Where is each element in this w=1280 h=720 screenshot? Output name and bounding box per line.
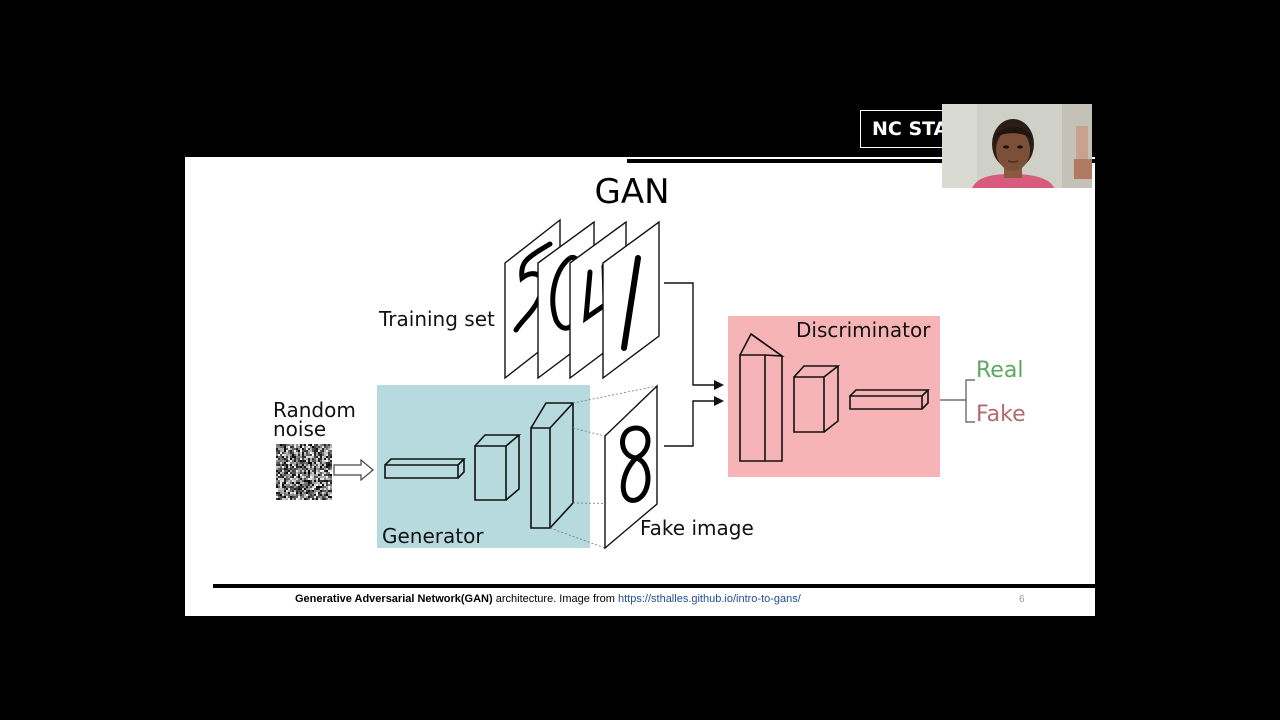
training-image-4 — [602, 220, 660, 380]
footer-rule — [213, 584, 1095, 588]
discriminator-layer-1 — [739, 332, 785, 462]
slide-caption: Generative Adversarial Network(GAN) arch… — [295, 593, 801, 605]
presenter-video-icon — [942, 104, 1092, 188]
fake-image — [604, 384, 658, 550]
caption-link[interactable]: https://sthalles.github.io/intro-to-gans… — [618, 593, 801, 605]
projection-lines — [549, 385, 658, 549]
arrow-head-fake-icon — [714, 396, 724, 406]
training-set-label: Training set — [379, 307, 495, 331]
fake-label: Fake — [976, 402, 1026, 427]
connector-lines — [664, 282, 714, 447]
discriminator-layer-3 — [849, 389, 930, 410]
generator-layer-1 — [384, 458, 466, 479]
slide-title-text: GAN — [594, 172, 670, 212]
arrow-head-training-icon — [714, 380, 724, 390]
random-noise-label-line1: Random — [273, 398, 356, 422]
discriminator-label: Discriminator — [796, 318, 931, 342]
fake-image-label: Fake image — [640, 516, 754, 540]
noise-image — [276, 444, 332, 500]
caption-bold: Generative Adversarial Network(GAN) — [295, 593, 493, 605]
caption-text: architecture. Image from — [492, 593, 618, 605]
slide-canvas — [185, 157, 1095, 616]
generator-layer-2 — [474, 434, 522, 501]
slide-title: GAN — [0, 172, 1280, 212]
output-bracket — [940, 379, 975, 423]
header-rule — [627, 159, 1095, 163]
real-label: Real — [976, 358, 1024, 383]
discriminator-layer-2 — [793, 365, 841, 433]
page-number: 6 — [1019, 594, 1025, 605]
generator-label: Generator — [382, 524, 484, 548]
presenter-webcam — [942, 104, 1092, 188]
random-noise-label-line2: noise — [273, 417, 327, 441]
noise-arrow-icon — [333, 458, 374, 482]
